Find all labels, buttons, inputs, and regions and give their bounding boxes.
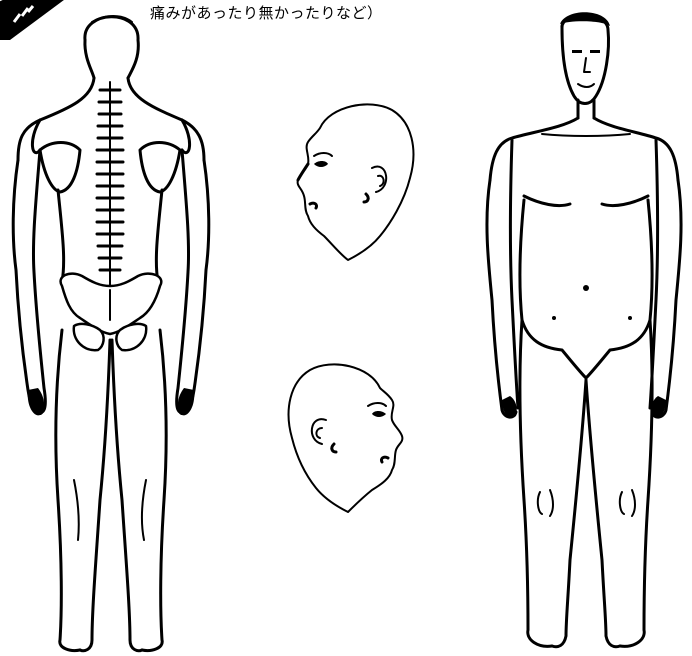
front-view-legs <box>520 320 652 647</box>
head-profile-left <box>280 98 420 268</box>
back-view-body-figure <box>0 0 240 656</box>
front-view-head <box>560 12 610 118</box>
front-view-body-figure <box>462 0 692 656</box>
back-view-legs <box>56 330 166 651</box>
back-view-head <box>85 16 138 78</box>
back-view-spine <box>97 82 123 300</box>
back-view-pelvis <box>61 274 162 351</box>
head-profile-right <box>282 358 422 518</box>
